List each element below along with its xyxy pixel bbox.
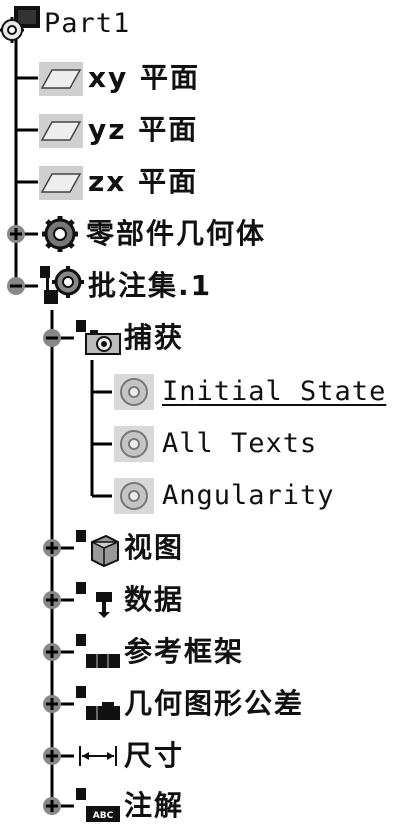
tree-node-label: zx 平面 [88,165,199,198]
capture-icon [114,478,154,514]
tree-node-zx-plane[interactable]: zx 平面 [38,162,198,202]
expand-plus-icon[interactable] [42,590,62,610]
expand-plus-icon[interactable] [42,538,62,558]
tree-node-label: 几何图形公差 [124,687,305,720]
tree-node-datums[interactable]: 数据 [74,580,184,620]
capture-icon [114,374,154,410]
tree-node-capture-initial-state[interactable]: Initial State [112,372,386,412]
tree-node-annotation-set[interactable]: 批注集.1 [38,266,212,306]
tree-node-label: 批注集.1 [88,269,213,302]
tree-node-xy-plane[interactable]: xy 平面 [38,58,200,98]
tolerance-icon [76,686,120,720]
reference-frame-icon [76,634,120,668]
dimension-icon [79,746,117,766]
tree-node-label: 零部件几何体 [86,217,267,250]
expand-plus-icon[interactable] [42,746,62,766]
plane-icon [39,114,83,148]
tree-node-geometric-tolerances[interactable]: 几何图形公差 [74,684,304,724]
plane-icon [39,166,83,200]
collapse-minus-icon[interactable] [6,276,26,296]
text-abc-icon: ABC [76,788,120,822]
expand-plus-icon[interactable] [42,694,62,714]
tree-node-label: xy 平面 [88,61,201,94]
tree-node-label: Angularity [162,480,335,511]
tree-node-views[interactable]: 视图 [74,528,184,568]
tree-node-part1[interactable]: Part1 [0,4,130,44]
capture-icon [114,426,154,462]
expand-plus-icon[interactable] [42,796,62,816]
datum-icon [76,582,112,618]
plane-icon [39,62,83,96]
tree-node-label: 视图 [124,531,185,564]
tree-node-yz-plane[interactable]: yz 平面 [38,110,198,150]
svg-text:ABC: ABC [93,811,114,821]
tree-node-notes[interactable]: ABC 注解 [74,786,184,826]
expand-plus-icon[interactable] [6,224,26,244]
tree-node-dimensions[interactable]: 尺寸 [74,736,184,776]
tree-node-label: yz 平面 [88,113,199,146]
tree-node-label: Initial State [162,376,387,407]
tree-node-capture-angularity[interactable]: Angularity [112,476,335,516]
part-icon [0,6,40,43]
tree-node-capture[interactable]: 捕获 [74,318,184,358]
tree-node-label: 注解 [124,789,185,822]
tree-node-part-body[interactable]: 零部件几何体 [38,214,266,254]
camera-icon [76,320,121,355]
view-icon [76,530,119,568]
expand-plus-icon[interactable] [42,642,62,662]
tree-node-label: 参考框架 [124,635,245,668]
collapse-minus-icon[interactable] [42,328,62,348]
tree-node-label: 尺寸 [124,739,185,772]
tree-node-capture-all-texts[interactable]: All Texts [112,424,317,464]
annotation-set-icon [40,266,84,304]
tree-node-label: 捕获 [124,321,185,354]
gears-icon [42,216,78,252]
tree-node-label: 数据 [124,583,185,616]
tree-node-reference-frames[interactable]: 参考框架 [74,632,244,672]
tree-node-label: Part1 [44,8,131,39]
tree-node-label: All Texts [162,428,318,459]
